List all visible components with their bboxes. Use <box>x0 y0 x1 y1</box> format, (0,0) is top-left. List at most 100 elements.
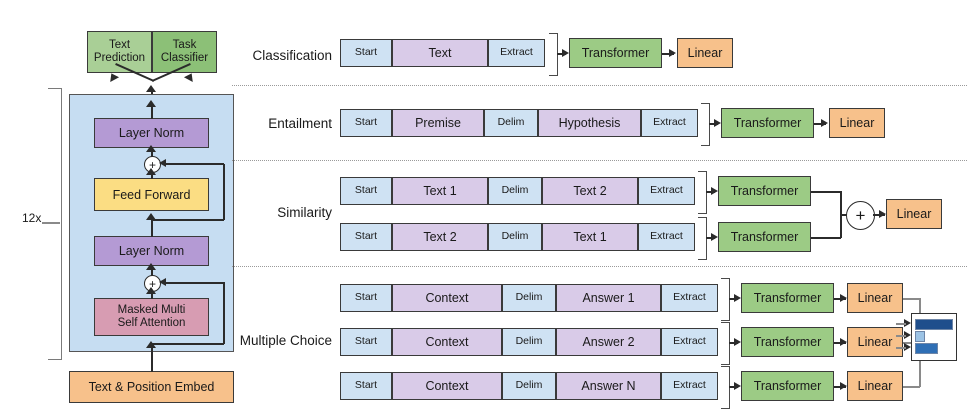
chart-feed-1 <box>896 323 906 325</box>
similarity-sum-symbol: + <box>855 206 866 225</box>
token-answer-1: Answer 1 <box>556 284 661 312</box>
embed-to-stack-line <box>151 344 153 372</box>
token-answer-n: Answer N <box>556 372 661 400</box>
clf-transformer-to-linear <box>662 53 674 55</box>
mc3-to-chart-h <box>903 386 920 388</box>
feed-forward-label: Feed Forward <box>112 187 191 202</box>
transformer-mc-2: Transformer <box>741 327 834 357</box>
layer-norm-bottom-label: Layer Norm <box>118 244 185 258</box>
attention-line2: Self Attention <box>117 317 186 329</box>
token-start: Start <box>340 284 392 312</box>
layer-norm-bottom: Layer Norm <box>94 236 209 266</box>
linear-classification: Linear <box>677 38 733 68</box>
attn-residual-bottom <box>151 343 224 345</box>
answer-score-chart <box>911 313 957 361</box>
clf-bracket-to-transformer <box>557 53 566 55</box>
task-label-multiple-choice: Multiple Choice <box>239 333 332 348</box>
plus-top-to-ln <box>151 148 153 157</box>
text-position-embed: Text & Position Embed <box>69 371 234 403</box>
text-prediction-line2: Prediction <box>93 52 146 64</box>
linear-similarity: Linear <box>886 199 942 229</box>
plus-top-to-ln-arrow <box>146 145 156 152</box>
task-classifier-head: Task Classifier <box>152 31 217 73</box>
chart-feed-2 <box>896 335 906 337</box>
separator-classification-entailment <box>232 85 967 86</box>
ent-bracket-to-transformer <box>709 123 718 125</box>
ln-top-out-line <box>151 103 153 119</box>
linear-entailment: Linear <box>829 108 885 138</box>
plus-bottom-to-ln-arrow <box>146 263 156 270</box>
clf-transformer-arrow <box>562 49 569 57</box>
token-text-1: Text 1 <box>392 177 488 205</box>
ff-residual-bottom <box>151 219 224 221</box>
token-premise: Premise <box>392 109 484 137</box>
token-delim: Delim <box>488 177 542 205</box>
mc2-linear-arrow <box>840 338 847 346</box>
sim2-bracket-to-transformer <box>706 237 715 239</box>
token-extract: Extract <box>661 328 718 356</box>
token-start: Start <box>340 177 392 205</box>
token-text-1: Text 1 <box>542 223 638 251</box>
token-delim: Delim <box>502 284 556 312</box>
attn-to-plus-arrow <box>146 287 156 294</box>
transformer-mc-1: Transformer <box>741 283 834 313</box>
stack-output-arrow <box>146 85 156 92</box>
sim2-out-h <box>811 237 841 239</box>
ff-residual-arrow <box>159 159 166 167</box>
attn-residual-top <box>163 282 224 284</box>
token-text-2: Text 2 <box>392 223 488 251</box>
token-text: Text <box>392 39 488 67</box>
transformer-classification: Transformer <box>569 38 662 68</box>
mc3-transformer-arrow <box>734 382 741 390</box>
token-extract: Extract <box>638 223 695 251</box>
separator-entailment-similarity <box>232 160 967 161</box>
token-start: Start <box>340 39 392 67</box>
lnb-to-ff-line <box>151 221 153 237</box>
masked-multi-self-attention: Masked Multi Self Attention <box>94 298 209 336</box>
similarity-sum-node: + <box>846 201 875 230</box>
text-prediction-line1: Text <box>108 39 131 52</box>
token-context: Context <box>392 372 502 400</box>
token-text-2: Text 2 <box>542 177 638 205</box>
embed-to-stack-arrow <box>146 341 156 348</box>
linear-mc-3: Linear <box>847 371 903 401</box>
sim1-bracket-to-transformer <box>706 191 715 193</box>
task-label-classification: Classification <box>252 48 332 63</box>
transformer-entailment: Transformer <box>721 108 814 138</box>
sim1-out-h <box>811 191 841 193</box>
task-label-entailment: Entailment <box>268 116 332 131</box>
chart-input-arrow-2 <box>904 331 911 339</box>
lnb-to-ff-arrow <box>146 213 156 220</box>
mc3-linear-arrow <box>840 382 847 390</box>
chart-input-arrow-3 <box>904 343 911 351</box>
token-hypothesis: Hypothesis <box>538 109 641 137</box>
mc1-to-chart-v <box>919 298 921 324</box>
ff-to-plus-arrow <box>146 168 156 175</box>
token-context: Context <box>392 284 502 312</box>
token-answer-2: Answer 2 <box>556 328 661 356</box>
residual-add-bottom-symbol: + <box>148 276 156 291</box>
repeat-bracket <box>48 88 62 360</box>
ff-residual-top <box>163 163 224 165</box>
ff-residual-vertical <box>223 164 225 220</box>
token-delim: Delim <box>502 328 556 356</box>
repeat-count-label: 12x <box>22 211 42 225</box>
mc3-to-chart-v <box>919 342 921 387</box>
token-extract: Extract <box>488 39 545 67</box>
clf-linear-arrow <box>669 49 676 57</box>
sim-merge-to-plus <box>840 214 848 216</box>
sim-linear-arrow <box>879 210 886 218</box>
ent-transformer-arrow <box>714 119 721 127</box>
mc1-transformer-arrow <box>734 294 741 302</box>
attn-to-plus-line <box>151 290 153 299</box>
mc2-transformer-arrow <box>734 338 741 346</box>
chart-feed-3 <box>896 347 906 349</box>
sim1-transformer-arrow <box>711 187 718 195</box>
chart-input-arrow-1 <box>904 319 911 327</box>
token-delim: Delim <box>488 223 542 251</box>
ff-to-plus-line <box>151 171 153 179</box>
token-start: Start <box>340 109 392 137</box>
attn-residual-vertical <box>223 282 225 344</box>
linear-mc-1: Linear <box>847 283 903 313</box>
feed-forward: Feed Forward <box>94 178 209 211</box>
